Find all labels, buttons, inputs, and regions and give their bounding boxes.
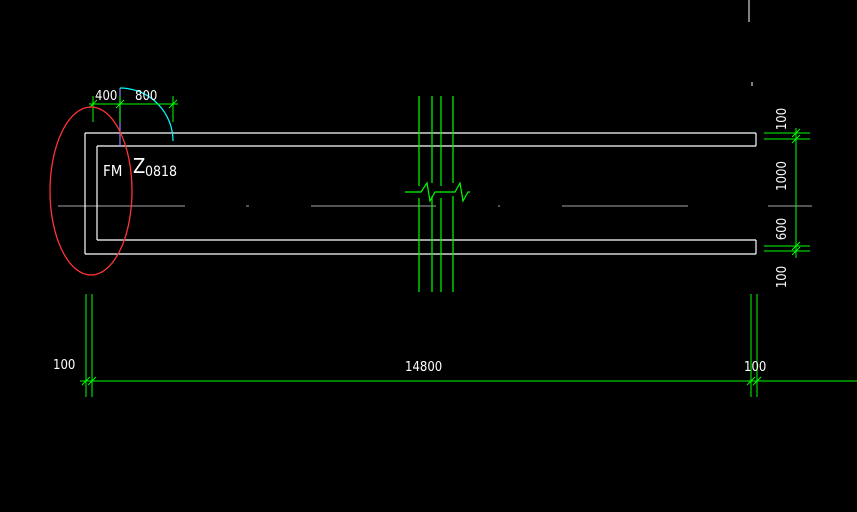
door-dimension <box>88 96 178 122</box>
left-wall-dimension-text: 100 <box>53 358 75 373</box>
bottom-wall-dimension-text: 100 <box>775 266 790 288</box>
upper-segment-dimension-text: 1000 <box>775 161 790 191</box>
wall-outline <box>84 132 757 255</box>
right-wall-dimension-text: 100 <box>744 360 766 375</box>
door-offset-dimension-text: 400 <box>95 89 117 104</box>
right-vertical-dimension <box>764 128 810 258</box>
top-wall-dimension-text: 100 <box>775 108 790 130</box>
break-line <box>405 96 470 292</box>
door-label-grade: Z <box>133 154 145 178</box>
bottom-horizontal-dimension <box>80 294 857 397</box>
total-length-dimension-text: 14800 <box>405 360 442 375</box>
lower-segment-dimension-text: 600 <box>775 218 790 240</box>
door-label-code: 0818 <box>145 164 177 180</box>
door-width-dimension-text: 800 <box>135 89 157 104</box>
door-label-prefix: FM <box>103 162 122 180</box>
door-highlight-ellipse <box>49 106 133 276</box>
door-label: FM Z 0818 <box>103 154 177 180</box>
